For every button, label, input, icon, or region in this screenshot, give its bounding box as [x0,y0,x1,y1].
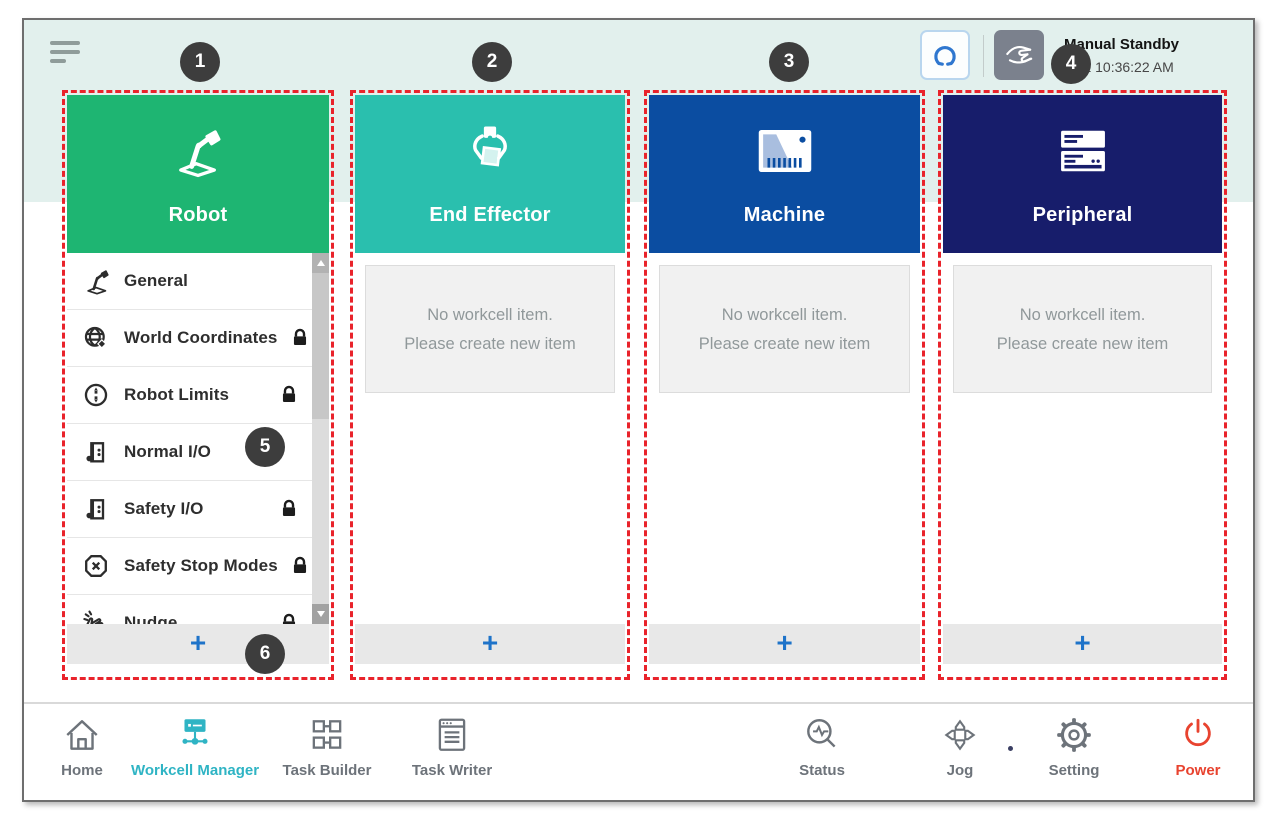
manual-mode-button[interactable] [994,30,1044,80]
workcell-manager-icon [175,712,215,758]
scroll-down-button[interactable] [312,604,329,624]
status-icon [802,712,842,758]
annotation-box-robot: Robot General World Coordinates Robot Li… [62,90,334,680]
plus-icon: + [189,626,207,658]
nav-item-status[interactable]: Status [752,712,892,779]
safety-io-icon [82,494,112,524]
task-writer-icon [432,712,472,758]
robot-arm-icon [169,120,227,182]
empty-state-line2: Please create new item [698,334,871,353]
nav-item-workcell-manager[interactable]: Workcell Manager [125,712,265,779]
annotation-marker-3: 3 [769,42,809,82]
end-effector-icon [462,120,518,182]
empty-state-box: No workcell item. Please create new item [953,265,1212,393]
robot-status-text: Manual Standby [1064,36,1180,53]
machine-icon [757,120,813,182]
scroll-up-button[interactable] [312,253,329,273]
machine-column-content: No workcell item. Please create new item… [649,253,920,664]
end-effector-category-tile[interactable]: End Effector [355,95,625,253]
annotation-marker-6: 6 [245,634,285,674]
add-machine-item-button[interactable]: + [649,624,920,664]
robot-menu-item-safety-stop-modes[interactable]: Safety Stop Modes [67,538,329,595]
empty-state-box: No workcell item. Please create new item [659,265,910,393]
annotation-marker-2: 2 [472,42,512,82]
empty-state-line1: No workcell item. [721,305,848,324]
annotation-box-end-effector: End Effector No workcell item. Please cr… [350,90,630,680]
empty-state-line2: Please create new item [404,334,576,353]
peripheral-category-tile[interactable]: Peripheral [943,95,1222,253]
safety-stop-modes-icon [82,551,112,581]
lock-icon [278,612,300,624]
plus-icon: + [481,626,499,658]
empty-state-line2: Please create new item [996,334,1169,353]
nav-item-power[interactable]: Power [1128,712,1268,779]
task-builder-icon [307,712,347,758]
power-icon [1178,712,1218,758]
peripheral-category-title: Peripheral [1032,204,1133,226]
robot-limits-icon [82,380,112,410]
add-peripheral-item-button[interactable]: + [943,624,1222,664]
add-end-effector-item-button[interactable]: + [355,624,625,664]
lock-icon [289,555,311,577]
scrollbar-thumb[interactable] [312,273,329,419]
robot-status-box: Manual Standby 2.22 10:36:22 AM [1064,35,1179,76]
annotation-marker-4: 4 [1051,44,1091,84]
robot-menu-item-robot-limits[interactable]: Robot Limits [67,367,329,424]
home-icon [62,712,102,758]
robot-category-tile[interactable]: Robot [67,95,329,253]
lock-icon [289,327,311,349]
empty-state-line1: No workcell item. [427,305,553,324]
robot-column-content: General World Coordinates Robot Limits N… [67,253,329,664]
robot-menu-item-world-coordinates[interactable]: World Coordinates [67,310,329,367]
lock-icon [278,498,300,520]
robot-menu-item-nudge[interactable]: Nudge [67,595,329,624]
topbar-divider [983,35,984,77]
nav-item-setting[interactable]: Setting [1004,712,1144,779]
plus-icon: + [776,626,793,658]
annotation-box-machine: Machine No workcell item. Please create … [644,90,925,680]
nav-separator [24,702,1253,704]
machine-category-title: Machine [743,204,826,226]
annotation-box-peripheral: Peripheral No workcell item. Please crea… [938,90,1227,680]
robot-gripper-button[interactable] [920,30,970,80]
robot-menu-item-general[interactable]: General [67,253,329,310]
dot-indicator [1008,746,1013,751]
hamburger-menu-icon[interactable] [50,41,82,67]
robot-menu-item-normal-io[interactable]: Normal I/O [67,424,329,481]
machine-category-tile[interactable]: Machine [649,95,920,253]
setting-gear-icon [1054,712,1094,758]
annotation-marker-5: 5 [245,427,285,467]
general-icon [82,266,112,296]
end-effector-column-content: No workcell item. Please create new item… [355,253,625,664]
empty-state-line1: No workcell item. [1019,305,1146,324]
jog-icon [940,712,980,758]
plus-icon: + [1074,626,1091,658]
world-coordinates-icon [82,323,112,353]
add-robot-item-button[interactable]: + [67,624,329,664]
robot-category-title: Robot [168,204,228,226]
robot-item-list: General World Coordinates Robot Limits N… [67,253,329,624]
nav-item-jog[interactable]: Jog [890,712,1030,779]
nav-item-task-writer[interactable]: Task Writer [382,712,522,779]
end-effector-category-title: End Effector [429,204,551,226]
nav-item-task-builder[interactable]: Task Builder [257,712,397,779]
robot-menu-item-safety-io[interactable]: Safety I/O [67,481,329,538]
lock-icon [278,384,300,406]
scrollbar[interactable] [312,253,329,624]
status-timestamp: 2.22 10:36:22 AM [1064,59,1174,75]
app-window: Manual Standby 2.22 10:36:22 AM Robot Ge… [22,18,1255,802]
empty-state-box: No workcell item. Please create new item [365,265,615,393]
nudge-icon [82,608,112,624]
nav-item-home[interactable]: Home [12,712,152,779]
normal-io-icon [82,437,112,467]
peripheral-column-content: No workcell item. Please create new item… [943,253,1222,664]
peripheral-icon [1056,120,1110,182]
annotation-marker-1: 1 [180,42,220,82]
